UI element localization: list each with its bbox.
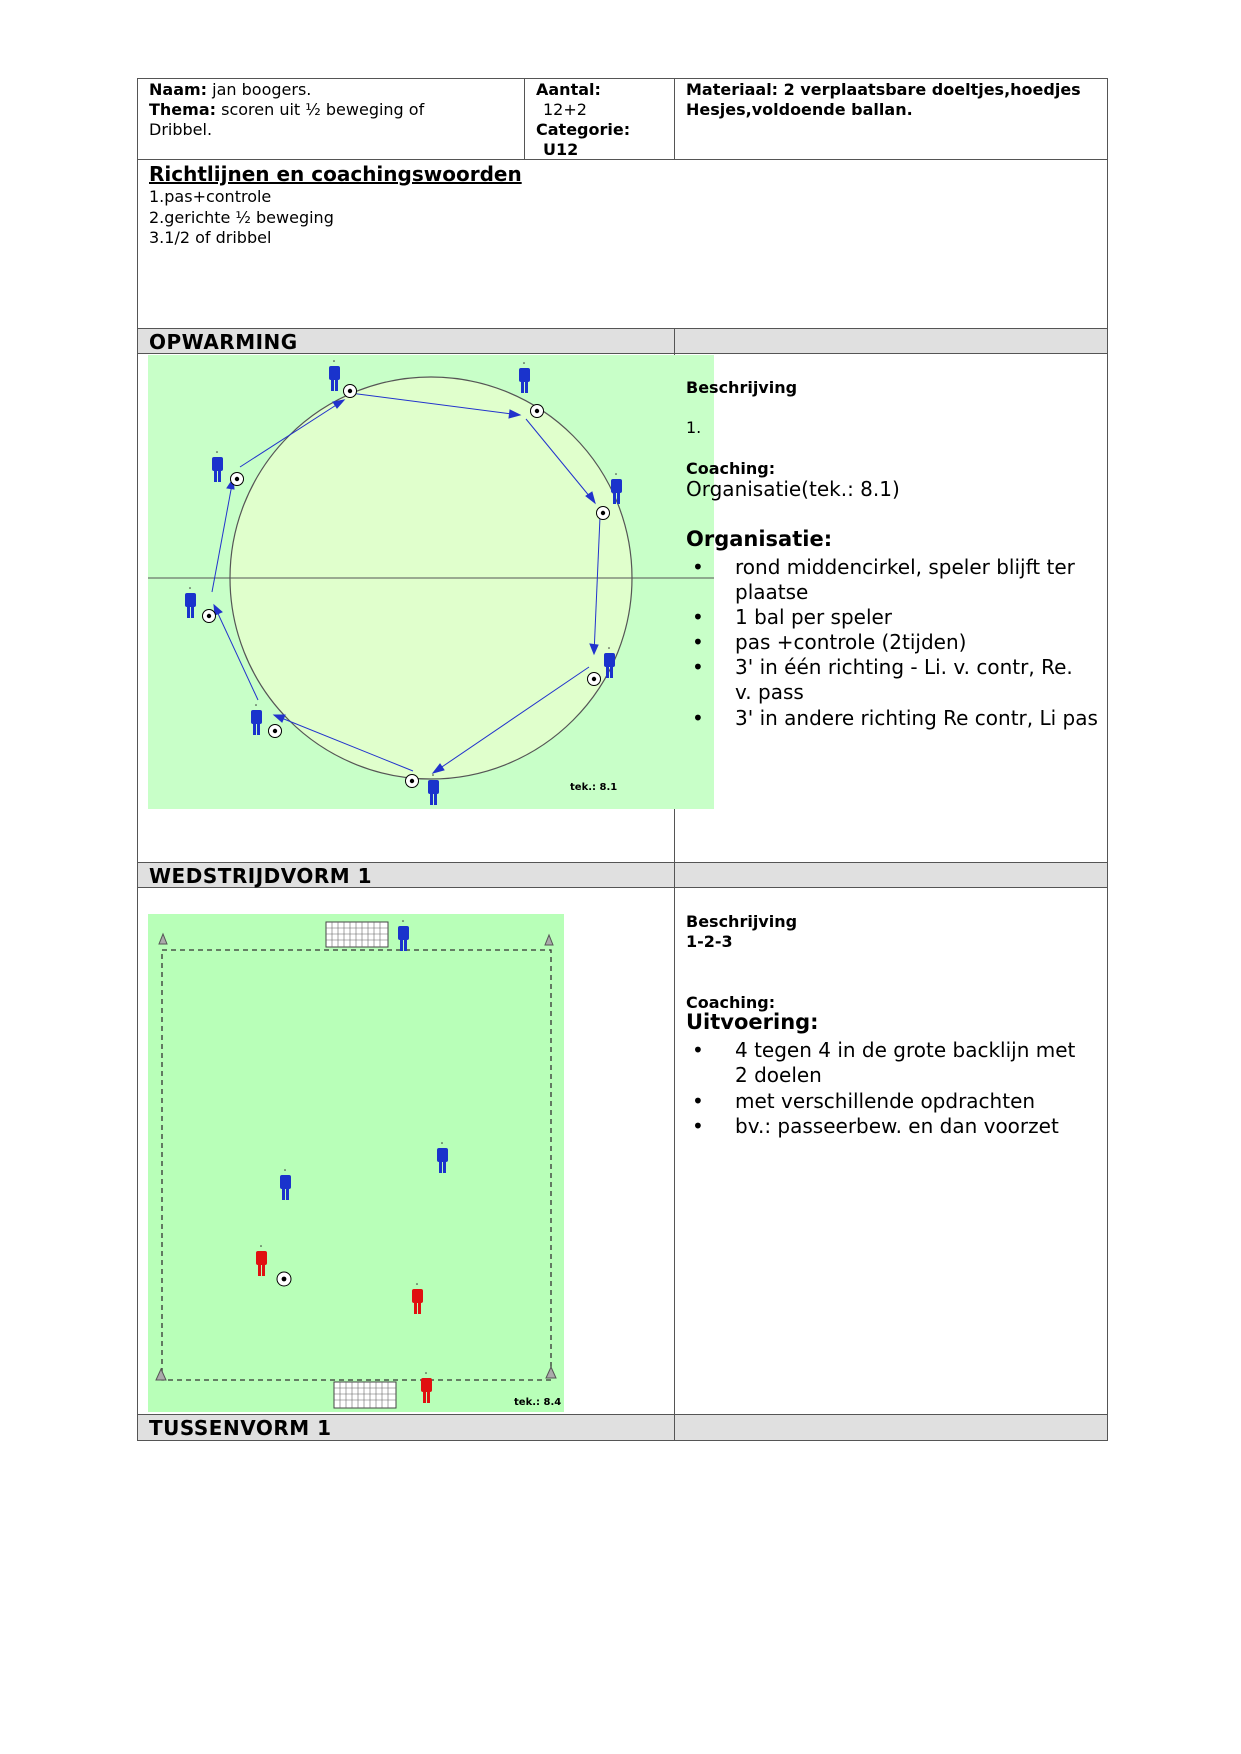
opwarming-heading: OPWARMING [149, 330, 298, 354]
player-icon [256, 1245, 267, 1276]
tussenvorm-heading: TUSSENVORM 1 [149, 1416, 332, 1440]
player-icon [421, 1372, 432, 1403]
opwarming-beschrijving-label: Beschrijving [686, 378, 798, 397]
player-icon [251, 704, 262, 735]
naam-value: jan boogers. [212, 80, 312, 99]
col-divider [524, 78, 525, 160]
player-icon [519, 362, 530, 393]
section-header-wedstrijdvorm [138, 862, 1107, 888]
list-item: •pas +controle (2tijden) [692, 630, 967, 654]
richtlijnen-item-3: 3.1/2 of dribbel [149, 228, 272, 247]
opwarming-coaching-label: Coaching: [686, 459, 776, 478]
col-divider [674, 862, 675, 1414]
col-divider [674, 1414, 675, 1441]
wedstrijd-uitvoering-label: Uitvoering: [686, 1010, 819, 1034]
player-icon [428, 774, 439, 805]
list-item: •met verschillende opdrachten [692, 1089, 1036, 1113]
list-item: •bv.: passeerbew. en dan voorzet [692, 1114, 1059, 1138]
player-icon [280, 1169, 291, 1200]
wedstrijdvorm-heading: WEDSTRIJDVORM 1 [149, 864, 373, 888]
pass-arrows [211, 392, 601, 774]
wedstrijd-beschrijving-label: Beschrijving [686, 912, 798, 931]
col-divider [674, 78, 675, 160]
opwarming-organisatie-label: Organisatie: [686, 527, 833, 551]
thema-field: Thema: scoren uit ½ beweging of [149, 100, 424, 119]
row-divider [137, 328, 1108, 329]
table-frame [137, 78, 1108, 1441]
field-boundary [161, 949, 552, 1381]
section-header-tussenvorm [138, 1414, 1107, 1440]
thema-value-line2: Dribbel. [149, 120, 213, 139]
opwarming-beschrijving-value: 1. [686, 418, 702, 437]
blue-players [185, 360, 622, 805]
diagram-label: tek.: 8.1 [570, 782, 617, 793]
row-divider [137, 159, 1108, 160]
ball-icon [276, 1271, 292, 1287]
list-item: •3' in andere richting Re contr, Li pas [692, 706, 1098, 730]
naam-label: Naam: [149, 80, 208, 99]
player-icon [604, 647, 615, 678]
categorie-value: U12 [543, 140, 579, 159]
player-icon [437, 1142, 448, 1173]
aantal-label: Aantal: [536, 80, 601, 99]
list-item: •1 bal per speler [692, 605, 893, 629]
player-icon [611, 473, 622, 504]
wedstrijd-beschrijving-value: 1-2-3 [686, 932, 733, 951]
blue-players [280, 920, 448, 1200]
cone-icons [155, 932, 557, 1381]
list-item: •rond middencirkel, speler blijft ter pl… [692, 555, 1075, 604]
diagram-label: tek.: 8.4 [514, 1397, 561, 1408]
section-header-opwarming [138, 329, 1107, 354]
wedstrijd-coaching-label: Coaching: [686, 993, 776, 1012]
materiaal-line1: Materiaal: 2 verplaatsbare doeltjes,hoed… [686, 80, 1081, 99]
player-icon [398, 920, 409, 951]
list-item: •3' in één richting - Li. v. contr, Re. … [692, 655, 1073, 704]
richtlijnen-item-2: 2.gerichte ½ beweging [149, 208, 334, 227]
richtlijnen-title: Richtlijnen en coachingswoorden [149, 162, 522, 186]
aantal-value: 12+2 [543, 100, 587, 119]
player-icon [185, 587, 196, 618]
player-icon [329, 360, 340, 391]
thema-value: scoren uit ½ beweging of [221, 100, 425, 119]
red-players [256, 1245, 432, 1403]
materiaal-line2: Hesjes,voldoende ballan. [686, 100, 913, 119]
wedstrijdvorm-diagram: tek.: 8.4 [148, 914, 564, 1412]
thema-label: Thema: [149, 100, 217, 119]
naam-field: Naam: jan boogers. [149, 80, 311, 99]
richtlijnen-item-1: 1.pas+controle [149, 187, 272, 206]
player-icon [212, 451, 223, 482]
opwarming-diagram: tek.: 8.1 [148, 355, 714, 809]
goal-icon-bottom [333, 1381, 397, 1409]
goal-icon-top [325, 921, 389, 948]
categorie-label: Categorie: [536, 120, 631, 139]
field-background [148, 914, 564, 1412]
player-icon [412, 1283, 423, 1314]
opwarming-coaching-value: Organisatie(tek.: 8.1) [686, 477, 900, 501]
list-item: •4 tegen 4 in de grote backlijn met 2 do… [692, 1038, 1076, 1087]
